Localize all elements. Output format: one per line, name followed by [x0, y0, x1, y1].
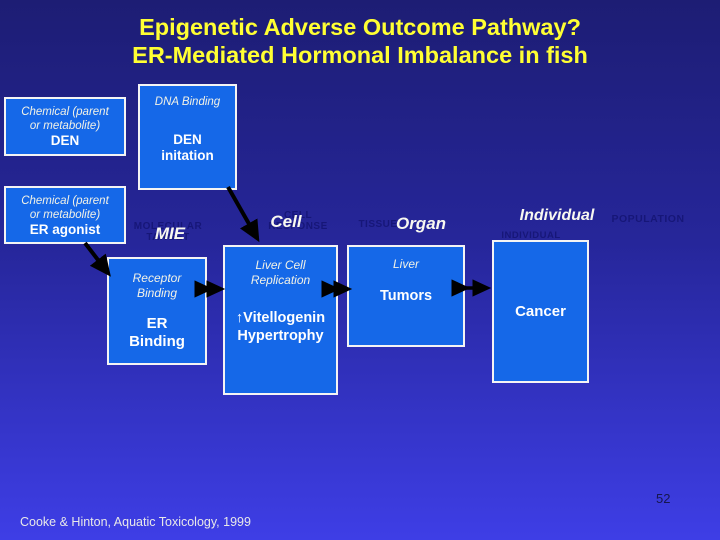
node-text: Chemical (parent — [21, 106, 109, 118]
node-text: Chemical (parent — [21, 195, 109, 207]
node-cancer: Cancer — [492, 240, 589, 383]
stage-label-mie: MIE — [154, 224, 186, 243]
arrow-er-agonist-to-receptor-binding — [83, 241, 111, 277]
node-text: ER — [146, 315, 168, 332]
node-dna-binding-den-initation: DNA Binding DEN initation — [138, 84, 237, 190]
ghost-label-line: TARGET — [146, 232, 190, 243]
node-receptor-er-binding: Receptor Binding ER Binding — [107, 257, 207, 365]
node-text: initation — [161, 148, 214, 163]
slide-title-line-2: ER-Mediated Hormonal Imbalance in fish — [132, 42, 588, 68]
stage-label-individual: Individual — [519, 207, 595, 224]
node-text: Liver — [392, 257, 419, 271]
node-text: DNA Binding — [154, 96, 221, 108]
node-text: Receptor — [132, 271, 182, 285]
node-text: Liver Cell — [255, 258, 306, 272]
ghost-label-cell-response: CELL RESPONSE — [258, 210, 338, 232]
node-text: Tumors — [379, 288, 433, 304]
citation-text: Cooke & Hinton, Aquatic Toxicology, 1999 — [20, 515, 251, 529]
node-text-vitellogenin-up: ↑Vitellogenin — [235, 310, 326, 326]
ghost-label-individual: INDIVIDUAL — [501, 230, 561, 241]
stage-label-organ: Organ — [395, 214, 447, 233]
ghost-label-population: POPULATION — [611, 213, 685, 225]
slide-page-number: 52 — [656, 491, 671, 506]
arrow-den-initation-to-liver-cell — [226, 186, 260, 243]
node-chemical-den: Chemical (parent or metabolite) DEN — [4, 97, 126, 156]
node-text: DEN — [173, 132, 202, 147]
node-text-group: ↑Vitellogenin Hypertrophy — [236, 309, 325, 345]
node-text: ER agonist — [29, 222, 101, 237]
node-text: Hypertrophy — [237, 328, 324, 344]
node-liver-cell-replication-vitellogenin: Liver Cell Replication ↑Vitellogenin Hyp… — [223, 245, 338, 395]
ghost-label-line: MOLECULAR — [133, 221, 203, 232]
node-liver-tumors: Liver Tumors — [347, 245, 465, 347]
node-text: Cancer — [515, 302, 566, 320]
ghost-label-line: RESPONSE — [268, 221, 328, 232]
node-text: DEN — [50, 133, 80, 148]
node-text: Replication — [250, 273, 311, 287]
node-text: or metabolite) — [29, 209, 101, 221]
node-text: or metabolite) — [29, 120, 101, 132]
ghost-label-line: CELL — [283, 210, 313, 221]
stage-label-cell: Cell — [270, 212, 302, 231]
slide-title-line-1: Epigenetic Adverse Outcome Pathway? — [139, 14, 581, 40]
node-chemical-er-agonist: Chemical (parent or metabolite) ER agoni… — [4, 186, 126, 244]
ghost-label-tissue: TISSUE — [358, 219, 398, 230]
ghost-label-molecular-target: MOLECULAR TARGET — [128, 221, 208, 243]
node-text: Binding — [129, 333, 185, 350]
slide-title: Epigenetic Adverse Outcome Pathway? ER-M… — [0, 13, 720, 69]
node-text: Binding — [136, 286, 178, 300]
